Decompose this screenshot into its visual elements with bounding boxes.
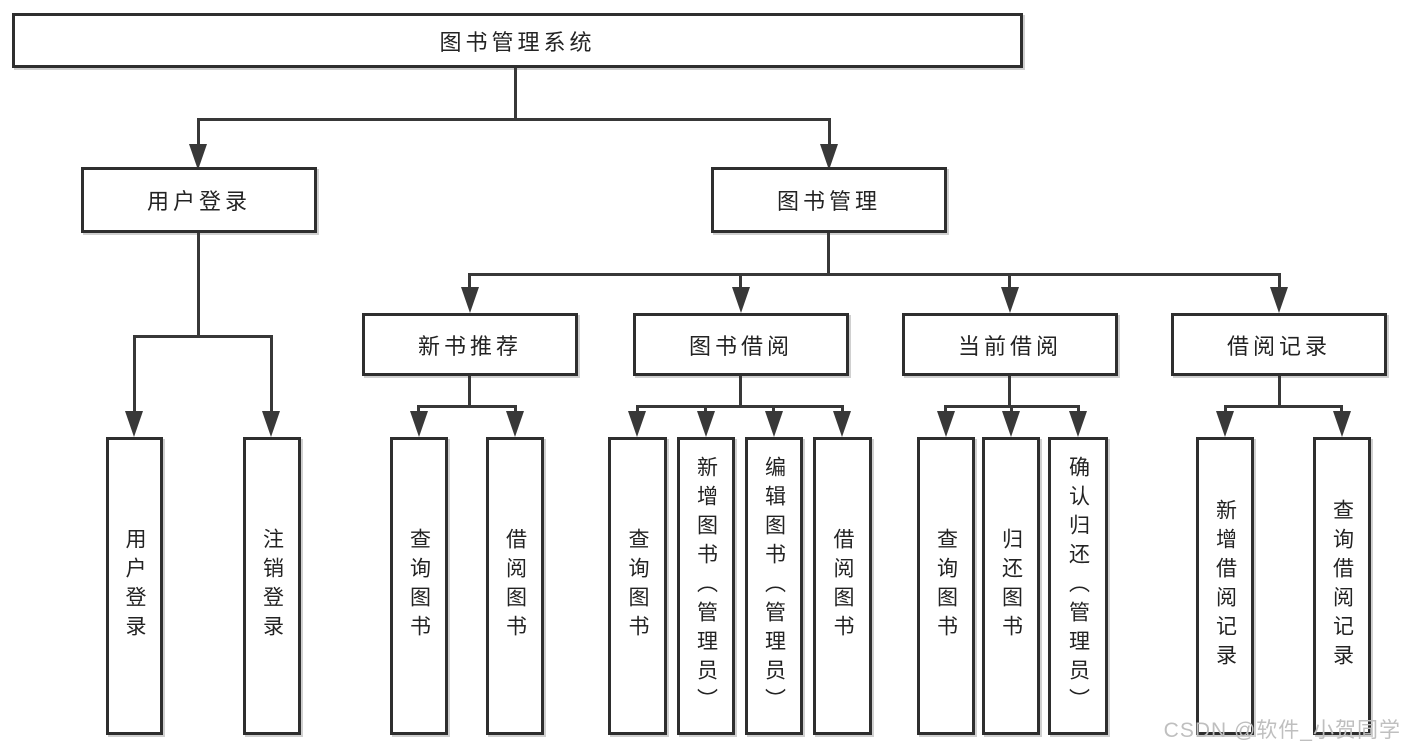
leaf-bb-borrow-books: 借阅图书 xyxy=(813,437,872,735)
leaf-user-login-label: 用户登录 xyxy=(123,528,146,644)
connector-leaf-bb-query-stem xyxy=(636,405,639,413)
node-root-label: 图书管理系统 xyxy=(439,29,596,55)
leaf-rec-borrow-books: 借阅图书 xyxy=(486,437,544,735)
leaf-bb-add-books-admin: 新增图书（管理员） xyxy=(677,437,735,735)
node-new-book-rec-label: 新书推荐 xyxy=(417,333,522,359)
connector-userlogin-down xyxy=(197,233,200,335)
connector-root-bar xyxy=(197,118,831,121)
arrowhead-userlogin xyxy=(189,144,207,170)
node-root: 图书管理系统 xyxy=(12,13,1023,68)
connector-leaf-bb-add-stem xyxy=(704,405,707,413)
connector-leaf-bb-edit-stem xyxy=(772,405,775,413)
leaf-rec-query-books-label: 查询图书 xyxy=(407,528,431,644)
leaf-cb-confirm-return-admin: 确认归还（管理员） xyxy=(1048,437,1108,735)
leaf-br-query-record-label: 查询借阅记录 xyxy=(1330,499,1354,673)
connector-currentborrow-stem xyxy=(1008,273,1011,289)
leaf-bb-query-books: 查询图书 xyxy=(608,437,667,735)
arrowhead-currentborrow xyxy=(1001,287,1019,313)
arrowhead-leaf-rec-query xyxy=(410,411,428,437)
leaf-cb-return-books-label: 归还图书 xyxy=(999,528,1023,644)
leaf-rec-query-books: 查询图书 xyxy=(390,437,448,735)
arrowhead-bookborrow xyxy=(732,287,750,313)
leaf-user-login: 用户登录 xyxy=(106,437,163,735)
connector-newbookrec-down xyxy=(468,376,471,405)
csdn-watermark: CSDN @软件_小贺同学 xyxy=(1163,719,1401,742)
leaf-cb-confirm-return-admin-label: 确认归还（管理员） xyxy=(1066,455,1090,717)
arrowhead-leaf-userlogin xyxy=(125,411,143,437)
connector-leaf-cb-query-stem xyxy=(944,405,947,413)
connector-currentborrow-down xyxy=(1008,376,1011,405)
arrowhead-leaf-bb-query xyxy=(628,411,646,437)
connector-root-stem xyxy=(514,68,517,118)
leaf-bb-borrow-books-label: 借阅图书 xyxy=(831,528,854,644)
leaf-logout: 注销登录 xyxy=(243,437,301,735)
arrowhead-leaf-cb-return xyxy=(1002,411,1020,437)
connector-borrowrecords-down xyxy=(1278,376,1281,405)
connector-leaf-userlogin-stem xyxy=(133,335,136,411)
leaf-bb-edit-books-admin: 编辑图书（管理员） xyxy=(745,437,803,735)
connector-leaf-br-add-stem xyxy=(1224,405,1227,413)
leaf-bb-query-books-label: 查询图书 xyxy=(626,528,649,644)
arrowhead-leaf-br-add xyxy=(1216,411,1234,437)
leaf-br-add-record-label: 新增借阅记录 xyxy=(1213,499,1237,673)
connector-leaf-rec-query-stem xyxy=(417,405,420,413)
connector-bookmgmt-bar xyxy=(468,273,1281,276)
arrowhead-leaf-cb-query xyxy=(937,411,955,437)
arrowhead-leaf-logout xyxy=(262,411,280,437)
arrowhead-newbookrec xyxy=(461,287,479,313)
arrowhead-leaf-bb-borrow xyxy=(833,411,851,437)
leaf-cb-return-books: 归还图书 xyxy=(982,437,1040,735)
connector-leaf-cb-confirm-stem xyxy=(1077,405,1080,413)
node-book-borrow: 图书借阅 xyxy=(633,313,849,376)
leaf-br-query-record: 查询借阅记录 xyxy=(1313,437,1371,735)
connector-userlogin-stem xyxy=(197,118,200,146)
connector-bookmgmt-down xyxy=(827,233,830,273)
node-book-borrow-label: 图书借阅 xyxy=(688,333,793,359)
arrowhead-leaf-rec-borrow xyxy=(506,411,524,437)
arrowhead-leaf-bb-add xyxy=(697,411,715,437)
connector-leaf-bb-borrow-stem xyxy=(841,405,844,413)
connector-leaf-rec-borrow-stem xyxy=(514,405,517,413)
connector-bookborrow-bar xyxy=(636,405,844,408)
arrowhead-bookmgmt xyxy=(820,144,838,170)
connector-userlogin-bar xyxy=(133,335,273,338)
connector-newbookrec-stem xyxy=(468,273,471,289)
arrowhead-leaf-bb-edit xyxy=(765,411,783,437)
connector-leaf-logout-stem xyxy=(270,335,273,411)
connector-bookmgmt-stem xyxy=(828,118,831,146)
connector-newbookrec-bar xyxy=(417,405,517,408)
connector-leaf-cb-return-stem xyxy=(1010,405,1013,413)
arrowhead-leaf-br-query xyxy=(1333,411,1351,437)
connector-borrowrecords-bar xyxy=(1224,405,1343,408)
connector-bookborrow-stem xyxy=(739,273,742,289)
node-user-login: 用户登录 xyxy=(81,167,317,233)
leaf-bb-add-books-admin-label: 新增图书（管理员） xyxy=(694,455,718,717)
leaf-bb-edit-books-admin-label: 编辑图书（管理员） xyxy=(762,455,786,717)
leaf-rec-borrow-books-label: 借阅图书 xyxy=(503,528,527,644)
connector-borrowrecords-stem xyxy=(1278,273,1281,289)
leaf-logout-label: 注销登录 xyxy=(260,528,284,644)
node-book-mgmt-label: 图书管理 xyxy=(776,189,881,214)
connector-bookborrow-down xyxy=(739,376,742,405)
leaf-cb-query-books-label: 查询图书 xyxy=(934,528,958,644)
arrowhead-borrowrecords xyxy=(1270,287,1288,313)
connector-leaf-br-query-stem xyxy=(1340,405,1343,413)
node-borrow-records-label: 借阅记录 xyxy=(1226,333,1331,359)
leaf-br-add-record: 新增借阅记录 xyxy=(1196,437,1254,735)
arrowhead-leaf-cb-confirm xyxy=(1069,411,1087,437)
node-new-book-rec: 新书推荐 xyxy=(362,313,578,376)
node-current-borrow-label: 当前借阅 xyxy=(957,333,1062,359)
node-user-login-label: 用户登录 xyxy=(146,189,251,214)
node-current-borrow: 当前借阅 xyxy=(902,313,1118,376)
node-borrow-records: 借阅记录 xyxy=(1171,313,1387,376)
leaf-cb-query-books: 查询图书 xyxy=(917,437,975,735)
node-book-mgmt: 图书管理 xyxy=(711,167,947,233)
